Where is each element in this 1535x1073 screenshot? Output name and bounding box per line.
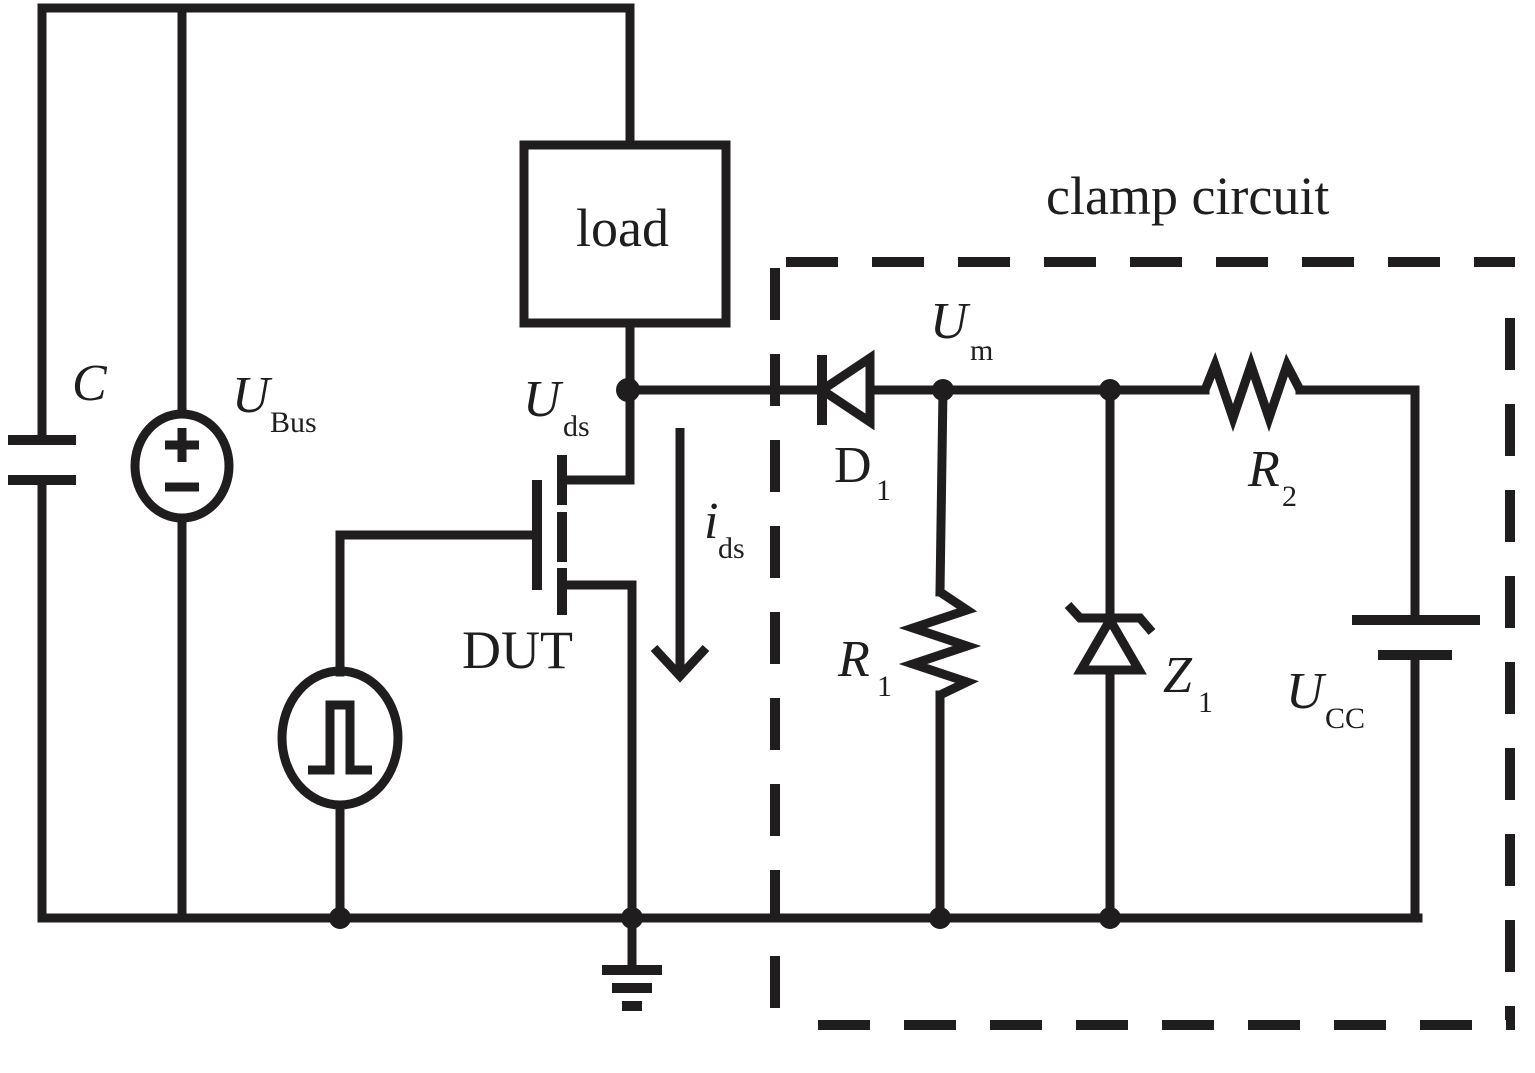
gate-lead bbox=[335, 530, 542, 677]
bus-source-label-sub: Bus bbox=[270, 406, 317, 439]
capacitor-symbol bbox=[8, 435, 76, 485]
resistor-r2 bbox=[1200, 351, 1304, 432]
bus-source-label-main: U bbox=[232, 367, 273, 424]
top-rail bbox=[37, 3, 635, 445]
pulse-source bbox=[277, 666, 403, 810]
pulse-source-circle bbox=[277, 666, 403, 810]
r2-label-main: R bbox=[1247, 441, 1280, 498]
junction-z1-top bbox=[1099, 379, 1121, 401]
junction-z1-ground bbox=[1099, 907, 1121, 929]
uds-label-main: U bbox=[523, 371, 564, 428]
dut-label: DUT bbox=[462, 620, 573, 680]
diode-triangle bbox=[813, 349, 875, 431]
clamp-circuit-title: clamp circuit bbox=[1046, 166, 1329, 226]
ground-icon bbox=[602, 913, 662, 1011]
source-lead bbox=[557, 580, 637, 923]
junction-drain bbox=[616, 378, 640, 402]
ucc-label-sub: CC bbox=[1325, 702, 1365, 735]
capacitor-label: C bbox=[72, 355, 108, 412]
junction-r1-ground bbox=[929, 907, 951, 929]
ids-label-sub: ds bbox=[718, 532, 745, 565]
bus-source-circle bbox=[130, 409, 234, 523]
z1-label-main: Z bbox=[1163, 647, 1193, 704]
battery-ucc bbox=[1352, 615, 1480, 660]
diode-d1 bbox=[813, 349, 875, 431]
zener-bar bbox=[1064, 601, 1156, 635]
diode-label-main: D bbox=[834, 437, 872, 494]
load-label: load bbox=[576, 198, 669, 258]
drain-lead bbox=[557, 385, 635, 485]
zener-z1 bbox=[1064, 601, 1156, 675]
pulse-waveform-icon bbox=[308, 700, 372, 775]
ucc-label-main: U bbox=[1286, 663, 1327, 720]
load-box bbox=[519, 140, 731, 328]
r2-label-sub: 2 bbox=[1282, 480, 1297, 513]
um-label-sub: m bbox=[970, 334, 993, 367]
junction-dots bbox=[329, 378, 1121, 929]
current-arrow-icon bbox=[650, 428, 710, 683]
ids-label-main: i bbox=[704, 493, 718, 550]
r1-upper-lead bbox=[935, 385, 948, 597]
r1-label-sub: 1 bbox=[877, 670, 892, 703]
mosfet-dut bbox=[532, 455, 567, 615]
junction-um bbox=[932, 379, 954, 401]
wires bbox=[37, 3, 1423, 923]
clamp-circuit-boundary bbox=[770, 257, 1515, 1030]
resistor-r1 bbox=[898, 588, 982, 700]
bus-voltage-source bbox=[130, 409, 234, 523]
um-label-main: U bbox=[930, 293, 971, 350]
z1-label-sub: 1 bbox=[1198, 686, 1213, 719]
r1-label-main: R bbox=[837, 631, 870, 688]
r2-to-ucc-wire bbox=[1295, 385, 1420, 623]
junction-gate-ground bbox=[329, 907, 351, 929]
labels: clamp circuit C U Bus load U ds i ds DUT… bbox=[72, 166, 1365, 735]
diode-label-sub: 1 bbox=[876, 474, 891, 507]
zener-triangle bbox=[1073, 611, 1147, 675]
uds-label-sub: ds bbox=[563, 410, 590, 443]
